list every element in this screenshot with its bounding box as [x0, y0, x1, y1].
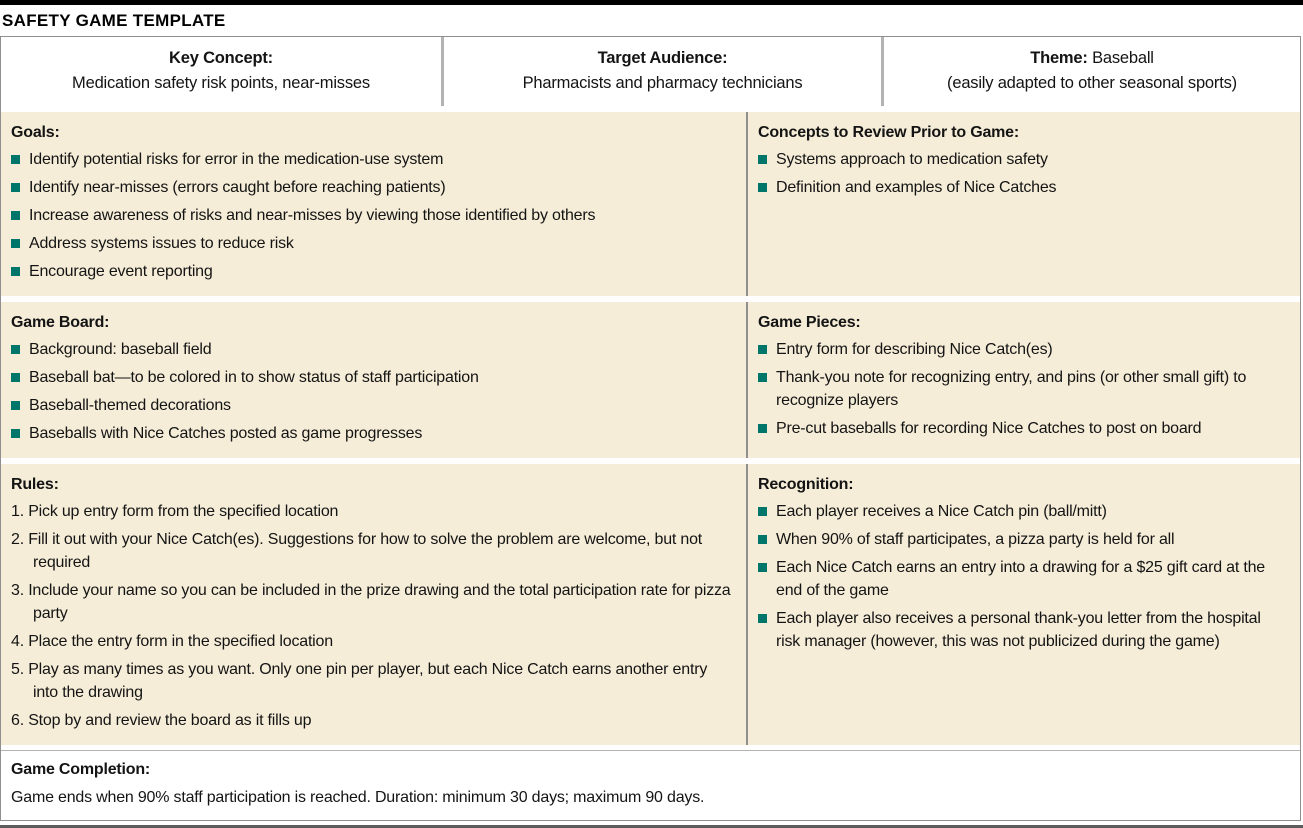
list-item: Systems approach to medication safety — [758, 148, 1288, 171]
game-board-cell: Game Board: Background: baseball field B… — [1, 302, 748, 458]
rule-item: 6. Stop by and review the board as it fi… — [11, 712, 312, 729]
row-game-completion: Game Completion: Game ends when 90% staf… — [1, 745, 1300, 820]
list-item: Increase awareness of risks and near-mis… — [11, 204, 734, 227]
theme-label: Theme: — [1030, 49, 1088, 67]
row-board-pieces: Game Board: Background: baseball field B… — [1, 296, 1300, 458]
game-completion-cell: Game Completion: Game ends when 90% staf… — [1, 750, 1300, 820]
bullet-square-icon — [758, 424, 767, 433]
rule-item: 1. Pick up entry form from the specified… — [11, 503, 339, 520]
list-item: Entry form for describing Nice Catch(es) — [758, 338, 1288, 361]
bullet-square-icon — [758, 507, 767, 516]
bullet-square-icon — [758, 345, 767, 354]
list-item: Address systems issues to reduce risk — [11, 232, 734, 255]
list-item: When 90% of staff participates, a pizza … — [758, 528, 1288, 551]
target-audience-value: Pharmacists and pharmacy technicians — [522, 74, 803, 92]
concepts-title: Concepts to Review Prior to Game: — [758, 124, 1020, 141]
target-audience-label: Target Audience: — [597, 49, 728, 67]
game-board-title: Game Board: — [11, 314, 110, 331]
bullet-square-icon — [11, 401, 20, 410]
list-item: Pre-cut baseballs for recording Nice Cat… — [758, 417, 1288, 440]
recognition-cell: Recognition: Each player receives a Nice… — [748, 464, 1300, 745]
list-item: Each Nice Catch earns an entry into a dr… — [758, 556, 1288, 602]
game-pieces-title: Game Pieces: — [758, 314, 861, 331]
list-item: Definition and examples of Nice Catches — [758, 176, 1288, 199]
theme-line: Theme: Baseball — [894, 46, 1290, 71]
bullet-square-icon — [758, 183, 767, 192]
list-item: Thank-you note for recognizing entry, an… — [758, 366, 1288, 412]
list-item: Encourage event reporting — [11, 260, 734, 283]
bullet-square-icon — [11, 267, 20, 276]
safety-game-template-table: Key Concept: Medication safety risk poin… — [0, 36, 1301, 821]
rule-item: 2. Fill it out with your Nice Catch(es).… — [11, 531, 703, 571]
page-title: SAFETY GAME TEMPLATE — [2, 11, 226, 30]
theme-value: Baseball — [1092, 49, 1154, 67]
theme-note: (easily adapted to other seasonal sports… — [947, 74, 1237, 92]
list-item: Baseball-themed decorations — [11, 394, 734, 417]
bullet-square-icon — [758, 563, 767, 572]
bullet-square-icon — [758, 373, 767, 382]
list-item: Each player also receives a personal tha… — [758, 607, 1288, 653]
bullet-square-icon — [11, 345, 20, 354]
game-pieces-cell: Game Pieces: Entry form for describing N… — [748, 302, 1300, 458]
bullet-square-icon — [11, 211, 20, 220]
bullet-square-icon — [11, 239, 20, 248]
concepts-cell: Concepts to Review Prior to Game: System… — [748, 112, 1300, 296]
key-concept-value: Medication safety risk points, near-miss… — [72, 74, 370, 92]
goals-title: Goals: — [11, 124, 60, 141]
key-concept-label: Key Concept: — [169, 49, 273, 67]
list-item: Identify near-misses (errors caught befo… — [11, 176, 734, 199]
header-row: Key Concept: Medication safety risk poin… — [1, 37, 1300, 106]
list-item: Identify potential risks for error in th… — [11, 148, 734, 171]
bullet-square-icon — [758, 535, 767, 544]
goals-cell: Goals: Identify potential risks for erro… — [1, 112, 748, 296]
rules-cell: Rules: 1. Pick up entry form from the sp… — [1, 464, 748, 745]
row-rules-recognition: Rules: 1. Pick up entry form from the sp… — [1, 458, 1300, 745]
top-black-rule — [0, 0, 1303, 5]
bullet-square-icon — [758, 155, 767, 164]
rules-title: Rules: — [11, 476, 59, 493]
theme-cell: Theme: Baseball (easily adapted to other… — [881, 37, 1300, 106]
rule-item: 4. Place the entry form in the specified… — [11, 633, 333, 650]
list-item: Each player receives a Nice Catch pin (b… — [758, 500, 1288, 523]
bullet-square-icon — [11, 183, 20, 192]
bullet-square-icon — [11, 155, 20, 164]
rule-item: 3. Include your name so you can be inclu… — [11, 582, 731, 622]
list-item: Background: baseball field — [11, 338, 734, 361]
target-audience-cell: Target Audience: Pharmacists and pharmac… — [441, 37, 881, 106]
key-concept-cell: Key Concept: Medication safety risk poin… — [1, 37, 441, 106]
rule-item: 5. Play as many times as you want. Only … — [11, 661, 708, 701]
bullet-square-icon — [758, 614, 767, 623]
game-completion-title: Game Completion: — [11, 761, 151, 778]
recognition-title: Recognition: — [758, 476, 854, 493]
list-item: Baseballs with Nice Catches posted as ga… — [11, 422, 734, 445]
bullet-square-icon — [11, 429, 20, 438]
row-goals-concepts: Goals: Identify potential risks for erro… — [1, 106, 1300, 296]
game-completion-text: Game ends when 90% staff participation i… — [11, 789, 705, 806]
list-item: Baseball bat—to be colored in to show st… — [11, 366, 734, 389]
bullet-square-icon — [11, 373, 20, 382]
